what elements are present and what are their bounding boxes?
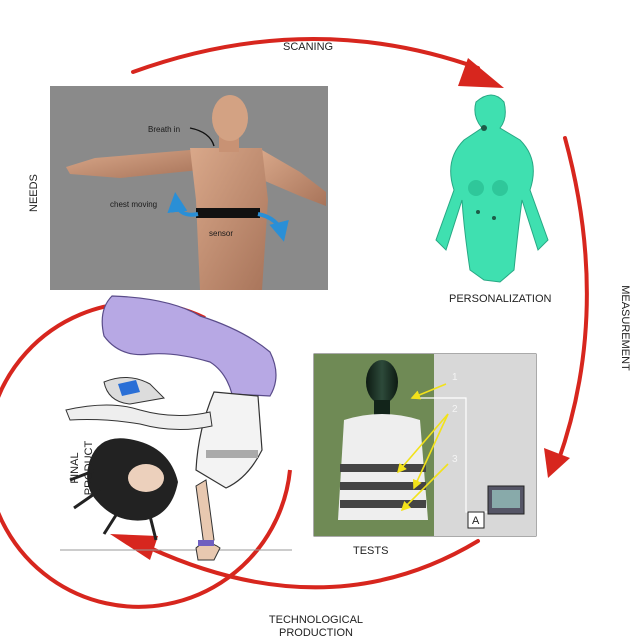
- scan-body: [435, 94, 549, 283]
- body-head: [212, 95, 248, 141]
- label-tests: TESTS: [353, 545, 388, 557]
- dancer-arm-support: [195, 479, 215, 547]
- final-product-illustration: [60, 295, 292, 561]
- final-product-circle: [0, 300, 292, 609]
- breath-in-label: Breath in: [148, 125, 180, 134]
- cycle-arrow-measurement: [556, 136, 589, 464]
- marker-arrow-2b: [412, 413, 449, 490]
- label-final-product-line2: PRODUCT: [83, 441, 95, 496]
- shirt-band-1: [340, 464, 426, 472]
- marker-2: 2: [452, 404, 458, 415]
- cycle-arrow-production-head: [110, 534, 158, 560]
- label-final-product-line1: FINAL: [69, 452, 81, 483]
- label-needs: NEEDS: [28, 174, 40, 212]
- label-technological: TECHNOLOGICAL: [269, 614, 363, 626]
- shirt-band-2: [340, 482, 426, 490]
- cycle-arrow-measurement-head: [544, 448, 570, 478]
- dancer-arm-upper: [65, 404, 213, 431]
- label-scaning: SCANING: [283, 41, 333, 53]
- shirt-band-3: [340, 500, 426, 508]
- cycle-arrow-production: [148, 539, 480, 590]
- personalization-scan-image: [435, 94, 549, 283]
- dancer-face: [128, 464, 164, 492]
- cycle-arrow-scaning: [131, 36, 480, 74]
- marker-arrow-2a: [396, 413, 449, 474]
- label-measurement: MEASUREMENT: [619, 285, 631, 371]
- box-a-label: A: [472, 515, 480, 527]
- label-production: PRODUCTION: [279, 627, 353, 639]
- dancer-legs: [101, 295, 277, 397]
- chest-moving-label: chest moving: [110, 200, 157, 209]
- chest-arrow-right: [257, 212, 289, 242]
- needs-image: Breath in chest moving sensor: [50, 86, 328, 290]
- mannequin-head: [366, 360, 398, 404]
- chest-arrow-left: [167, 192, 199, 217]
- mannequin-neck: [374, 400, 390, 418]
- breath-arrow: [189, 127, 215, 147]
- tests-image: A 1 2 3: [313, 353, 537, 537]
- box-a: [467, 511, 485, 529]
- body-arm-left: [66, 150, 200, 178]
- sensor-belt: [196, 208, 260, 218]
- dancer-torso: [195, 391, 263, 489]
- marker-arrow-1: [410, 383, 447, 400]
- sensor-label: sensor: [209, 229, 233, 238]
- cycle-arrow-scaning-head: [458, 58, 504, 88]
- marker-1: 1: [452, 372, 458, 383]
- label-personalization: PERSONALIZATION: [449, 293, 552, 305]
- marker-3: 3: [452, 454, 458, 465]
- marker-arrow-3: [400, 463, 449, 512]
- body-torso: [190, 148, 268, 290]
- body-arm-right: [258, 150, 326, 206]
